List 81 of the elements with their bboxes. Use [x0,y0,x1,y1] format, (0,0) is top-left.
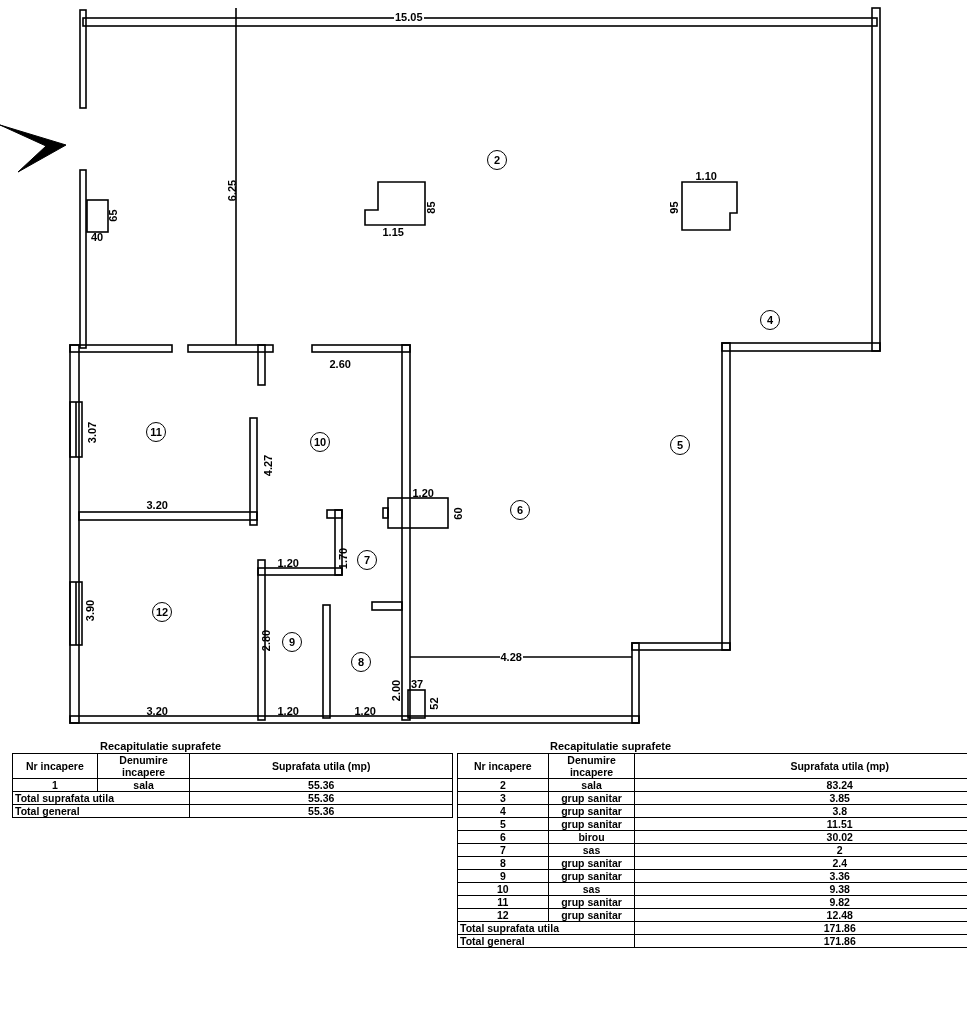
table-cell: 83.24 [634,778,967,792]
table-cell: 55.36 [189,791,453,805]
dimension-label: 3.90 [84,599,96,621]
table-cell: grup sanitar [548,895,635,909]
table-cell: 5 [457,817,549,831]
table-cell: 9 [457,869,549,883]
table-cell: Nr incapere [12,753,98,779]
table-cell: 1 [12,778,98,792]
table-cell: Suprafata utila (mp) [634,753,967,779]
table-cell: grup sanitar [548,908,635,922]
table-cell: Total suprafata utila [457,921,635,935]
dimension-label: 65 [107,208,119,222]
table-cell: 9.82 [634,895,967,909]
table-cell: sas [548,882,635,896]
table-cell: grup sanitar [548,856,635,870]
table-cell: 8 [457,856,549,870]
table-cell: 171.86 [634,921,967,935]
table-cell: sala [548,778,635,792]
dimension-label: 3.20 [146,499,168,511]
table-cell: Suprafata utila (mp) [189,753,453,779]
table-cell: 55.36 [189,778,453,792]
dimension-label: 1.20 [412,487,434,499]
table-cell: 7 [457,843,549,857]
room-number: 5 [670,435,690,455]
table-cell: 2 [457,778,549,792]
dimension-label: 15.05 [394,11,424,23]
table-cell: 30.02 [634,830,967,844]
room-number: 8 [351,652,371,672]
room-number: 6 [510,500,530,520]
table-cell: grup sanitar [548,791,635,805]
table-cell: 2 [634,843,967,857]
table-cell: Nr incapere [457,753,549,779]
table-cell: 12 [457,908,549,922]
table-cell: birou [548,830,635,844]
dimension-label: 52 [428,696,440,710]
table-cell: 3.8 [634,804,967,818]
table-cell: 3 [457,791,549,805]
table-cell: 6 [457,830,549,844]
table-cell: grup sanitar [548,869,635,883]
dimension-label: 1.20 [277,705,299,717]
dimension-label: 85 [425,200,437,214]
table-cell: grup sanitar [548,804,635,818]
table-cell: 11.51 [634,817,967,831]
table-cell: 12.48 [634,908,967,922]
dimension-label: 4.28 [499,651,523,663]
table-cell: sas [548,843,635,857]
room-number: 10 [310,432,330,452]
table-cell: Total general [457,934,635,948]
dimension-label: 40 [91,231,104,243]
dimension-label: 95 [668,200,680,214]
dimension-label: 3.07 [86,421,98,443]
table-cell: grup sanitar [548,817,635,831]
table-cell: 3.36 [634,869,967,883]
room-number: 9 [282,632,302,652]
dimension-label: 37 [411,678,424,690]
room-number: 4 [760,310,780,330]
room-number: 12 [152,602,172,622]
dimension-label: 2.60 [329,358,351,370]
room-number: 7 [357,550,377,570]
table-title: Recapitulatie suprafete [100,740,222,752]
table-cell: 3.85 [634,791,967,805]
room-number: 11 [146,422,166,442]
dimension-label: 1.10 [695,170,717,182]
table-cell: Total suprafata utila [12,791,190,805]
table-cell: 171.86 [634,934,967,948]
table-cell: 9.38 [634,882,967,896]
dimension-label: 60 [452,506,464,520]
table-cell: 2.4 [634,856,967,870]
dimension-label: 1.20 [354,705,376,717]
table-cell: sala [97,778,190,792]
table-cell: 11 [457,895,549,909]
dimension-label: 6.25 [226,179,238,201]
table-cell: 55.36 [189,804,453,818]
table-title: Recapitulatie suprafete [550,740,672,752]
table-cell: 10 [457,882,549,896]
dimension-label: 3.20 [146,705,168,717]
dimension-label: 1.20 [277,557,299,569]
dimension-label: 1.15 [382,226,404,238]
room-number: 2 [487,150,507,170]
table-cell: 4 [457,804,549,818]
table-cell: Total general [12,804,190,818]
